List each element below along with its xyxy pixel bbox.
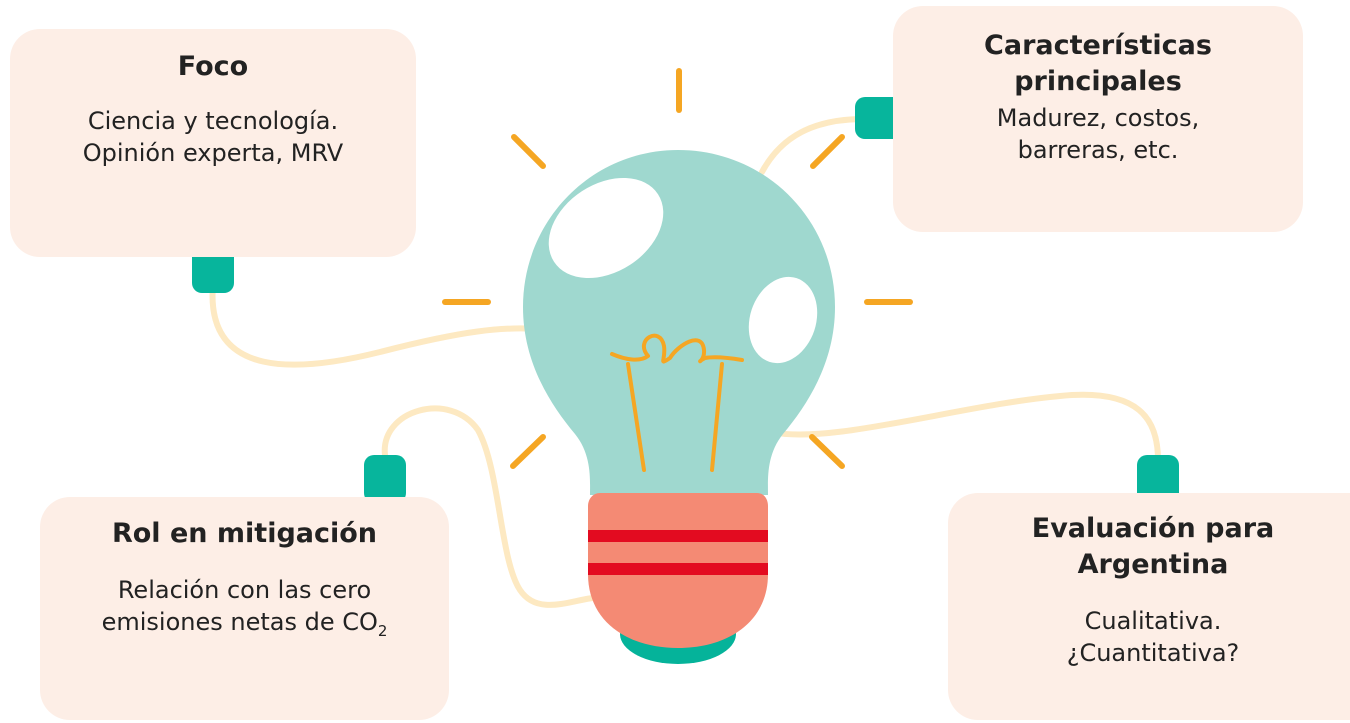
card-rol-body-subscript: 2 [377,621,388,640]
wire-caracteristicas [759,116,863,175]
connector-plugs [192,97,1179,503]
card-evaluacion-body: Cualitativa. ¿Cuantitativa? [1066,607,1240,667]
card-rol-title: Rol en mitigación [111,518,378,549]
card-evaluacion: Evaluación para Argentina Cualitativa. ¿… [948,493,1350,720]
plug-foco [192,245,234,293]
plug-evaluacion [1137,455,1179,503]
wire-foco [209,282,563,368]
card-caracteristicas: Características principales Madurez, cos… [893,6,1303,232]
bulb-highlight-large [548,177,664,279]
filament [610,333,744,472]
card-evaluacion-title: Evaluación para Argentina [1031,513,1275,580]
ray-bottom-right [809,434,845,469]
wire-evaluacion [769,391,1161,463]
bulb-stripe-bottom [588,563,768,575]
bulb-stripe-top [588,530,768,542]
bulb-highlight-small [748,276,818,364]
plug-caracteristicas [855,97,903,139]
card-caracteristicas-title: Características principales [984,30,1212,97]
card-rol: Rol en mitigación Relación con las cero … [40,497,449,720]
card-foco: Foco Ciencia y tecnología. Opinión exper… [10,29,416,257]
connector-wires [209,116,1161,608]
card-foco-body: Ciencia y tecnología. Opinión experta, M… [82,107,344,167]
ray-top-left [511,134,546,169]
card-rol-body-text: Relación con las cero emisiones netas de… [101,576,378,636]
card-foco-title: Foco [177,51,249,82]
ray-bottom-left [510,434,546,469]
ray-top-right [810,134,845,169]
card-caracteristicas-body: Madurez, costos, barreras, etc. [996,104,1200,164]
plug-rol [364,455,406,503]
light-rays [442,68,913,469]
wire-rol [381,405,605,608]
card-rol-body: Relación con las cero emisiones netas de… [95,574,395,638]
